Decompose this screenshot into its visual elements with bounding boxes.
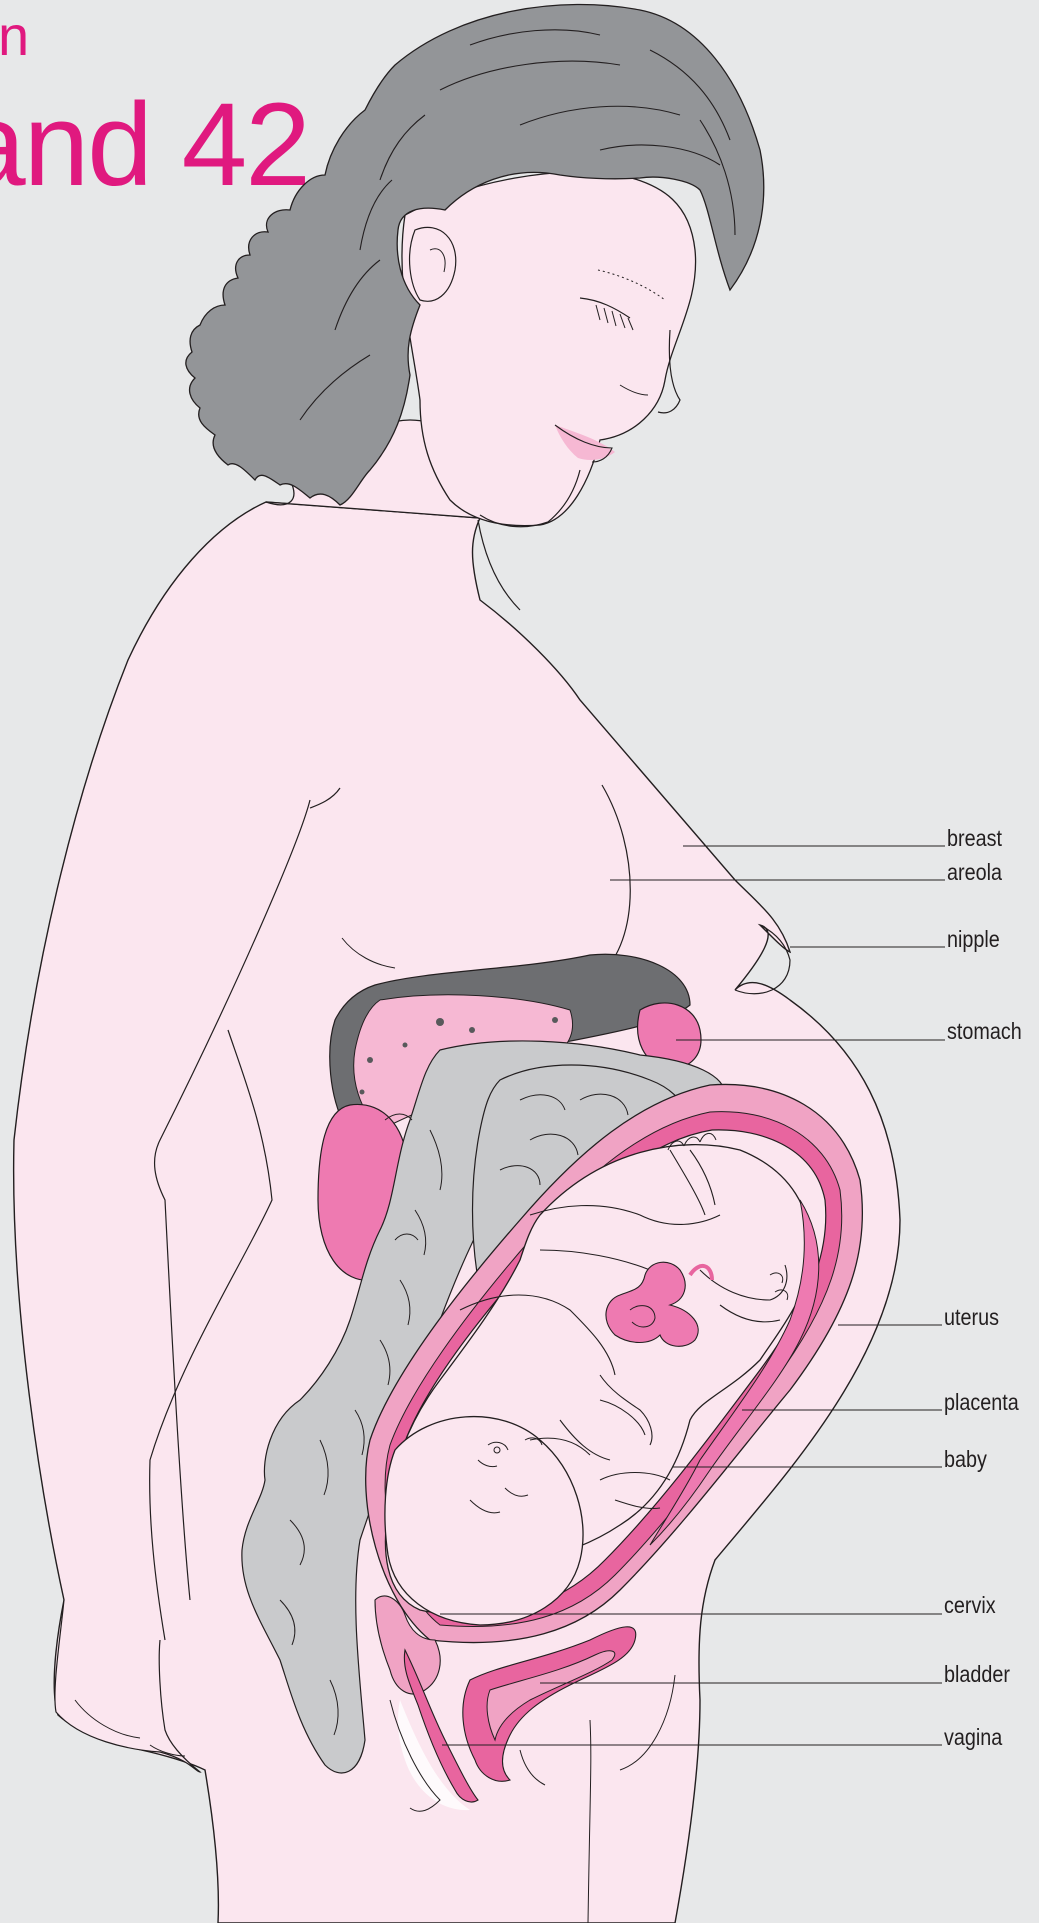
label-uterus: uterus [944,1306,999,1329]
label-bladder: bladder [944,1663,1010,1686]
label-nipple: nipple [947,928,1000,951]
face [402,172,696,526]
label-cervix: cervix [944,1594,996,1617]
neck-line [478,520,520,610]
label-breast: breast [947,827,1002,850]
label-areola: areola [947,861,1002,884]
label-placenta: placenta [944,1391,1019,1414]
label-vagina: vagina [944,1726,1002,1749]
label-stomach: stomach [947,1020,1022,1043]
label-baby: baby [944,1448,987,1471]
